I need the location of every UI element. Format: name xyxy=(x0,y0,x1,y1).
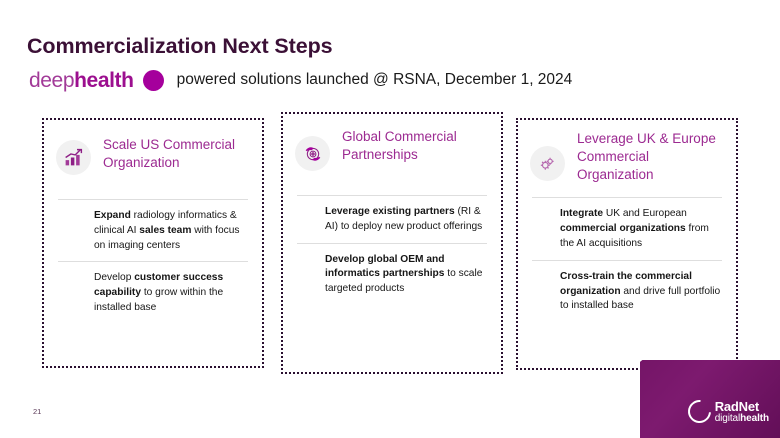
global-partnership-hands-icon xyxy=(295,136,330,171)
panel-header: Scale US Commercial Organization xyxy=(44,120,262,175)
bar-chart-growth-icon xyxy=(56,140,91,175)
subtitle-row: deephealth powered solutions launched @ … xyxy=(29,66,572,94)
panel-divider xyxy=(297,195,487,196)
column-panel-uk-europe: Leverage UK & Europe Commercial Organiza… xyxy=(516,118,738,370)
radnet-logo: RadNet digitalhealth xyxy=(683,395,769,429)
column-panel-global-partnerships: Global Commercial Partnerships Leverage … xyxy=(281,112,503,374)
panel-divider xyxy=(58,199,248,200)
bullet-item: Expand radiology informatics & clinical … xyxy=(94,210,240,251)
bullet-item: Develop global OEM and informatics partn… xyxy=(325,253,483,295)
panel-divider xyxy=(532,259,722,261)
bullet-item: Integrate UK and European commercial org… xyxy=(560,208,709,249)
deephealth-logo-bold: health xyxy=(74,68,134,92)
deephealth-logo: deephealth xyxy=(29,70,134,91)
bullet-item: Cross-train the commercial organization … xyxy=(560,270,721,312)
radnet-sub-bold: health xyxy=(740,412,769,424)
panel-heading: Scale US Commercial Organization xyxy=(103,137,236,170)
column-panel-scale-us: Scale US Commercial Organization Expand … xyxy=(42,118,264,368)
panel-heading: Global Commercial Partnerships xyxy=(342,129,457,162)
panel-divider xyxy=(532,197,722,199)
radnet-arc-icon xyxy=(683,395,716,429)
panel-header: Global Commercial Partnerships xyxy=(283,114,501,171)
radnet-corner-graphic: RadNet digitalhealth xyxy=(640,360,780,438)
deephealth-logo-light: deep xyxy=(29,68,75,92)
slide-number: 21 xyxy=(33,407,42,416)
bullet-item: Leverage existing partners (RI & AI) to … xyxy=(325,206,483,232)
panel-divider xyxy=(297,242,487,244)
radnet-brand-sub: digitalhealth xyxy=(714,412,769,425)
bullet-item: Develop customer success capability to g… xyxy=(94,272,224,313)
radnet-sub-light: digital xyxy=(714,412,741,424)
subtitle-text: powered solutions launched @ RSNA, Decem… xyxy=(176,71,573,88)
panel-divider xyxy=(58,261,248,263)
panel-heading: Leverage UK & Europe Commercial Organiza… xyxy=(577,131,716,182)
corner-swoosh xyxy=(640,360,762,404)
gears-cogs-icon xyxy=(530,146,565,181)
radnet-wordmark: RadNet digitalhealth xyxy=(715,400,769,424)
page-title: Commercialization Next Steps xyxy=(27,34,333,58)
filled-circle-icon xyxy=(142,69,164,91)
panel-header: Leverage UK & Europe Commercial Organiza… xyxy=(518,120,736,183)
radnet-brand-name: RadNet xyxy=(714,398,760,414)
